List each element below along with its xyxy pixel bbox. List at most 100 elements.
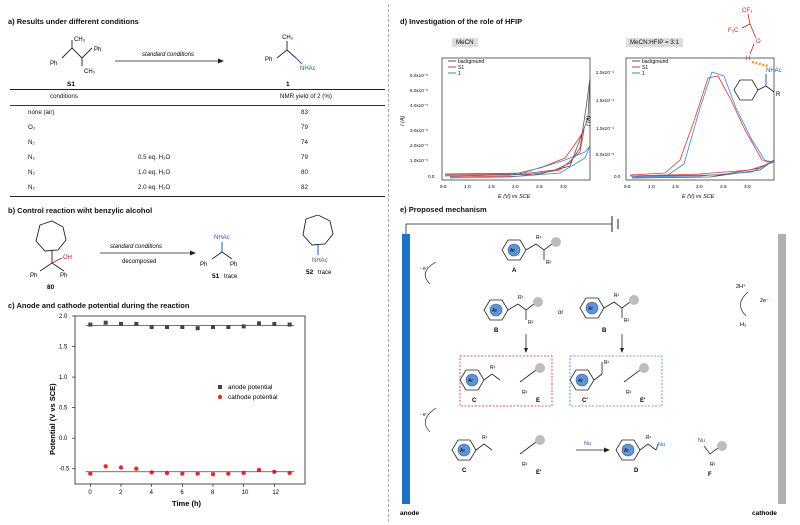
legend-cathode-swatch [217,394,223,400]
cathode-point [118,465,124,470]
y-tick-label: -0.5 [59,467,70,473]
cv1-1 [444,145,591,179]
anode-point [257,321,261,326]
cathode-point [103,464,108,469]
cv2-xtick: 2.5 [720,184,727,190]
x-tick-label: 4 [150,490,154,496]
x-tick-label: 8 [211,490,215,496]
cv2-xlabel: E (V) vs SCE [682,194,715,200]
r1-label: R¹ [482,435,488,441]
p51-ph-right: Ph [230,262,237,268]
s1-ph-right: Ph [94,47,101,53]
p52-nhac: NHAc [312,258,328,264]
r2-label: R² [624,318,630,324]
r1-label: R¹ [646,435,652,441]
cv1-xtick: 1.0 [464,184,471,190]
b-sm-label: 80 [47,284,55,291]
label-B: B [602,328,607,334]
cell-additive: 1.0 eq. H₂O [138,169,171,176]
p52-trace: trace [318,270,332,276]
product-1-structure [276,41,297,59]
nu-reagent: Nu [584,441,591,447]
section-d-header: d) Investigation of the role of HFIP [400,17,523,26]
p51-nhac: NHAc [214,235,230,241]
scheme-b: OH Ph Ph 80 standard conditions decompos… [30,215,334,291]
or-label: or [558,310,563,316]
r1-label: R¹ [604,360,610,366]
b-ph-right: Ph [60,273,67,279]
cv2-ytick: 2.0x10⁻⁴ [596,70,614,75]
species-D: Ar Nu R¹ D [615,435,665,474]
product-52-ring [302,215,334,246]
cathode-hydrogen: H₂ [740,322,746,328]
anode-point [149,324,154,329]
r2-label: R² [522,462,528,468]
anode-point [195,326,200,331]
label-Ep: E' [640,398,646,404]
cathode-electrode [778,234,786,504]
cv1-frame [441,57,591,181]
anode-point [88,322,93,327]
species-Ep: R² E' [623,363,649,404]
chart-c-xlabel: Time (h) [172,499,202,508]
arrow-b-bottom: decomposed [122,259,156,265]
d-nu: Nu [658,442,665,448]
hfip-nhac: NHAc [766,68,782,74]
mechanism-scheme: anode cathode Ar R¹ R² A - e⁻ Ar R¹ R² B… [400,216,786,517]
table-header-rule [10,105,385,106]
label-A: A [512,268,517,274]
cv2-s1 [629,75,775,177]
section-b-header: b) Control reaction wiht benzylic alcoho… [8,206,153,215]
cell-yield: 79 [301,154,308,161]
cv1-s1 [444,129,585,178]
cell-additive: 2.0 eq. H₂O [138,184,171,191]
anode-point [165,324,169,329]
cv1-ytick: 6.0x10⁻⁵ [410,73,428,78]
section-c-header: c) Anode and cathode potential during th… [8,301,190,310]
species-A: Ar R¹ R² A [501,235,561,274]
species-C: Ar R¹ C [459,365,501,404]
cathode-point [226,471,231,476]
anode-point [241,324,246,329]
species-B-left: Ar R¹ R² B [483,295,543,334]
ar-label: Ar [510,248,515,254]
cell-atm: N₂ [28,139,35,146]
cell-yield: 80 [301,169,308,176]
product-1-label: 1 [286,81,290,88]
r2-label: R² [546,260,552,266]
species-Cp: Ar R¹ C' [569,360,610,404]
hfip-h: H [746,56,750,62]
hfip-o: O [756,39,761,45]
y-tick-label: 2.0 [59,314,68,320]
s1-ph-left: Ph [50,61,57,67]
cv1-ytick: 3.0x10⁻⁵ [410,128,428,133]
ar-label: Ar [578,378,583,384]
cv1-legend-background: background [458,59,484,65]
cv2-ylabel: I (A) [586,115,592,126]
cell-atm: O₂ [28,124,36,131]
anode-point [272,321,277,326]
h-bond-dash [751,60,769,68]
column-divider [388,4,389,522]
label-D: D [634,468,639,474]
cathode-point [210,472,216,477]
s1-ch3-bottom: CH₃ [84,69,96,75]
table-header-row: conditions NMR yield of 2 (%) [10,90,385,105]
f-nu: Nu [698,438,705,444]
cell-additive: 0.5 eq. H₂O [138,154,171,161]
panel2-tag: MeCN:HFIP = 3:1 [626,38,683,47]
cv1-xlabel: E (V) vs SCE [498,194,531,200]
cv1-legend-1: 1 [458,71,461,77]
anode-point [226,324,231,329]
y-tick-label: 0.0 [59,436,68,442]
x-tick-label: 0 [88,490,92,496]
r1-label: R¹ [614,293,620,299]
oxidation-1: - e⁻ [420,266,429,272]
panel1-tag: MeCN [452,38,478,47]
cv1-xtick: 2.0 [512,184,519,190]
cell-atm: N₂ [28,154,35,161]
product-1-nhac: NHAc [300,66,316,72]
anode-label: anode [400,510,420,517]
legend-anode: anode potential [228,384,273,391]
